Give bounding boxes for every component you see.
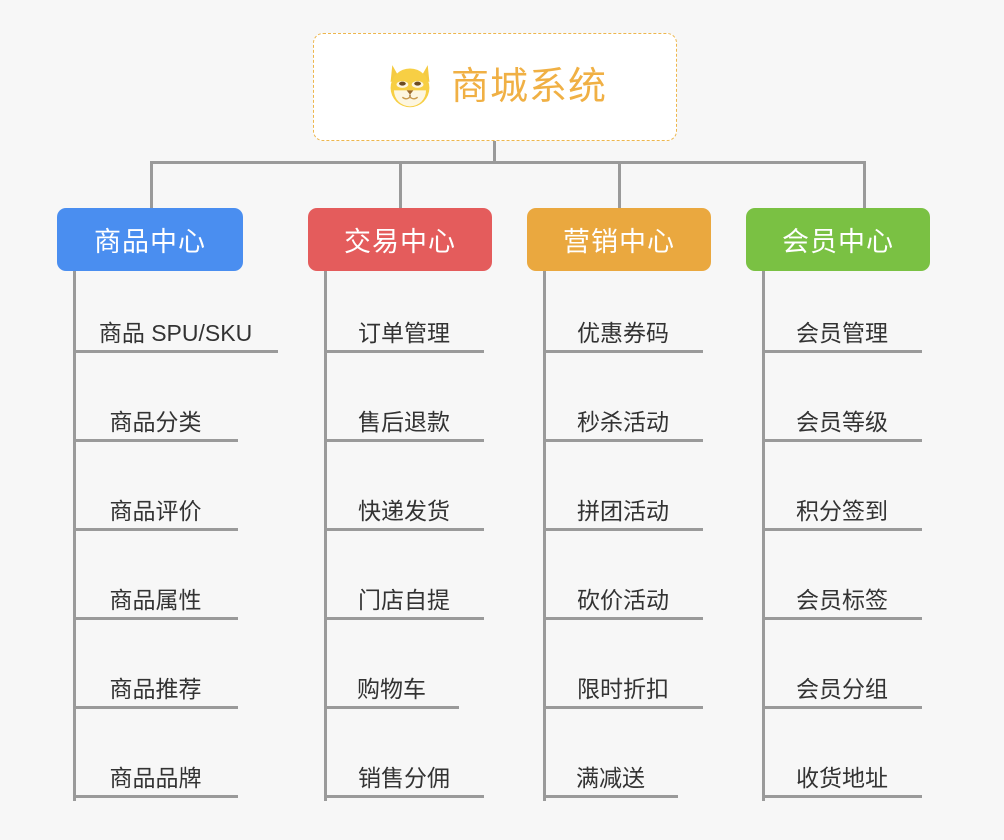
leaf-item-4-2[interactable]: 会员等级	[762, 379, 922, 442]
leaf-item-3-4[interactable]: 砍价活动	[543, 557, 703, 620]
drop-connector-1	[150, 161, 153, 209]
root-node[interactable]: 商城系统	[313, 33, 677, 141]
leaf-label: 会员分组	[796, 675, 888, 702]
column-trunk-1	[73, 271, 76, 801]
column-trunk-4	[762, 271, 765, 801]
leaf-item-2-1[interactable]: 订单管理	[324, 290, 484, 353]
leaf-label: 优惠券码	[577, 319, 669, 346]
leaf-label: 会员管理	[796, 319, 888, 346]
leaf-item-1-1[interactable]: 商品 SPU/SKU	[73, 290, 278, 353]
category-header-1[interactable]: 商品中心	[57, 208, 243, 271]
leaf-label: 商品属性	[109, 586, 202, 613]
leaf-item-4-1[interactable]: 会员管理	[762, 290, 922, 353]
leaf-item-1-6[interactable]: 商品品牌	[73, 735, 238, 798]
leaf-item-3-6[interactable]: 满减送	[543, 735, 678, 798]
leaf-item-3-5[interactable]: 限时折扣	[543, 646, 703, 709]
leaf-label: 商品分类	[109, 408, 202, 435]
leaf-label: 商品推荐	[109, 675, 202, 702]
leaf-item-3-1[interactable]: 优惠券码	[543, 290, 703, 353]
leaf-label: 拼团活动	[577, 497, 669, 524]
leaf-label: 商品评价	[109, 497, 202, 524]
leaf-label: 积分签到	[796, 497, 888, 524]
leaf-label: 商品品牌	[109, 764, 202, 791]
category-header-label: 营销中心	[563, 227, 675, 257]
leaf-item-2-6[interactable]: 销售分佣	[324, 735, 484, 798]
root-title: 商城系统	[450, 66, 607, 108]
leaf-label: 收货地址	[796, 764, 888, 791]
horizontal-bus-connector	[150, 161, 866, 164]
column-trunk-3	[543, 271, 546, 801]
leaf-label: 购物车	[357, 675, 426, 702]
leaf-label: 会员标签	[796, 586, 888, 613]
leaf-label: 满减送	[576, 764, 645, 791]
leaf-item-4-3[interactable]: 积分签到	[762, 468, 922, 531]
leaf-label: 订单管理	[358, 319, 450, 346]
leaf-item-1-5[interactable]: 商品推荐	[73, 646, 238, 709]
leaf-item-1-2[interactable]: 商品分类	[73, 379, 238, 442]
leaf-label: 门店自提	[358, 586, 450, 613]
leaf-label: 商品 SPU/SKU	[98, 319, 253, 346]
leaf-item-4-6[interactable]: 收货地址	[762, 735, 922, 798]
leaf-item-2-2[interactable]: 售后退款	[324, 379, 484, 442]
category-header-label: 会员中心	[782, 227, 894, 257]
leaf-label: 砍价活动	[577, 586, 669, 613]
leaf-label: 限时折扣	[577, 675, 669, 702]
column-trunk-2	[324, 271, 327, 801]
leaf-item-2-3[interactable]: 快递发货	[324, 468, 484, 531]
leaf-label: 销售分佣	[358, 764, 450, 791]
leaf-label: 秒杀活动	[577, 408, 669, 435]
leaf-item-1-4[interactable]: 商品属性	[73, 557, 238, 620]
leaf-item-2-4[interactable]: 门店自提	[324, 557, 484, 620]
drop-connector-3	[618, 161, 621, 209]
shiba-dog-face-icon	[390, 65, 430, 108]
leaf-item-3-2[interactable]: 秒杀活动	[543, 379, 703, 442]
leaf-label: 售后退款	[358, 408, 450, 435]
category-header-label: 交易中心	[344, 227, 456, 257]
leaf-item-2-5[interactable]: 购物车	[324, 646, 459, 709]
category-header-4[interactable]: 会员中心	[746, 208, 930, 271]
leaf-label: 快递发货	[358, 497, 450, 524]
category-header-3[interactable]: 营销中心	[527, 208, 711, 271]
drop-connector-2	[399, 161, 402, 209]
drop-connector-4	[863, 161, 866, 209]
leaf-item-3-3[interactable]: 拼团活动	[543, 468, 703, 531]
leaf-item-1-3[interactable]: 商品评价	[73, 468, 238, 531]
root-stub-connector	[493, 141, 496, 163]
leaf-label: 会员等级	[796, 408, 888, 435]
leaf-item-4-5[interactable]: 会员分组	[762, 646, 922, 709]
category-header-label: 商品中心	[94, 227, 206, 257]
leaf-item-4-4[interactable]: 会员标签	[762, 557, 922, 620]
category-header-2[interactable]: 交易中心	[308, 208, 492, 271]
